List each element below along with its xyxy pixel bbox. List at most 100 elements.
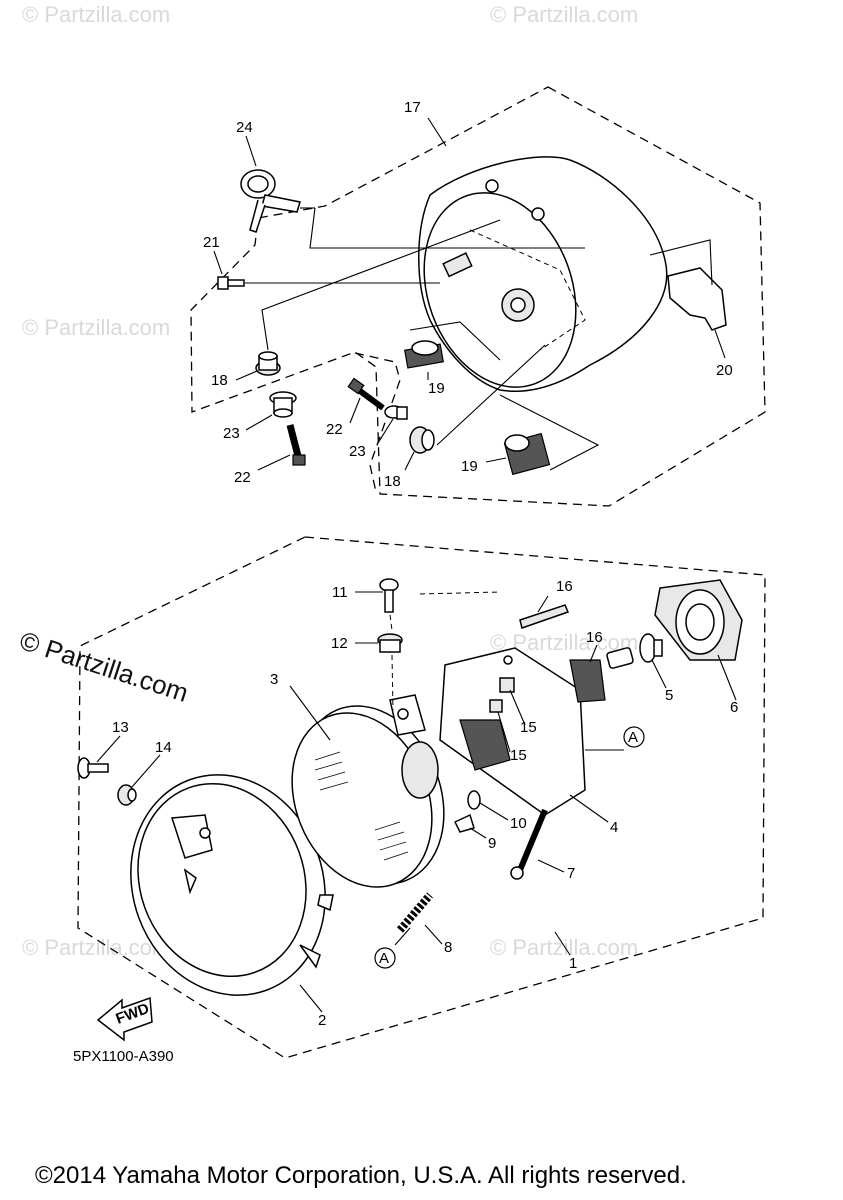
bolt-22-upper (347, 377, 385, 411)
leader-line (349, 397, 361, 424)
watermark: © Partzilla.com (22, 2, 170, 27)
callout-23: 23 (223, 425, 240, 442)
housing-opening (423, 192, 577, 388)
cover-plate-20 (667, 267, 727, 331)
callout-10: 10 (510, 815, 527, 832)
screw-21 (217, 276, 245, 290)
grommet-18-left (255, 351, 281, 376)
headlight-bulb (606, 633, 663, 669)
adjuster-9 (453, 813, 475, 833)
bolt-22-lower (286, 424, 306, 466)
hidden-edge (391, 654, 394, 711)
headlight-rim (130, 774, 334, 996)
leader-line (537, 859, 565, 873)
watermark: © Partzilla.com (490, 935, 638, 960)
callout-15: 15 (510, 747, 527, 764)
spring-8 (396, 892, 434, 933)
watermark-main: © Partzilla.com (16, 625, 192, 708)
callout-2: 2 (318, 1012, 326, 1029)
reference-marker-a: A (374, 947, 396, 969)
leader-line (436, 344, 546, 446)
callout-7: 7 (567, 865, 575, 882)
copyright-notice: ©2014 Yamaha Motor Corporation, U.S.A. A… (35, 1162, 687, 1189)
leader-line (245, 414, 273, 431)
callout-5: 5 (665, 687, 673, 704)
hidden-edge (469, 229, 586, 351)
leader-line (424, 924, 443, 945)
callout-9: 9 (488, 835, 496, 852)
hidden-edge (419, 591, 501, 595)
callout-24: 24 (236, 119, 253, 136)
leader-line (235, 370, 258, 381)
callout-16: 16 (556, 578, 573, 595)
leader-line (589, 644, 598, 663)
leader-line (714, 329, 726, 359)
leader-line (261, 219, 501, 351)
callout-11: 11 (332, 584, 348, 601)
nut-10 (467, 790, 481, 810)
nut-14 (117, 784, 137, 806)
leader-line (469, 827, 487, 839)
clamp-band (240, 169, 301, 233)
leader-line (497, 711, 511, 753)
grommet-18-right (409, 426, 435, 454)
leader-line (257, 454, 291, 471)
callout-20: 20 (716, 362, 733, 379)
leader-line (131, 754, 161, 788)
callout-13: 13 (112, 719, 129, 736)
leader-line (717, 654, 737, 701)
callout-3: 3 (270, 671, 278, 688)
leader-line (649, 239, 713, 286)
housing-bracket (442, 252, 473, 278)
headlight-lens-unit (291, 694, 445, 888)
bulb-cover (654, 579, 743, 661)
housing-hole-inner (510, 297, 526, 313)
leader-line (479, 802, 509, 821)
leader-line (427, 117, 447, 147)
grommet-12 (377, 633, 403, 653)
leader-line (96, 735, 121, 763)
callout-18: 18 (211, 372, 228, 389)
leader-line (485, 457, 507, 463)
callout-14: 14 (155, 739, 172, 756)
svg-text:A: A (379, 950, 389, 967)
callout-15: 15 (520, 719, 537, 736)
callout-19: 19 (461, 458, 478, 475)
housing-vent (485, 179, 499, 193)
leader-line (404, 451, 415, 471)
fwd-arrow-icon: FWD (96, 996, 153, 1042)
leader-line (377, 418, 394, 444)
leader-line (569, 794, 609, 823)
callout-18: 18 (384, 473, 401, 490)
leader-line (213, 250, 223, 275)
leader-line (509, 689, 526, 726)
hidden-edge (389, 614, 393, 631)
callout-4: 4 (610, 819, 618, 836)
clip-19-lower (503, 432, 551, 476)
watermark: © Partzilla.com (22, 935, 170, 960)
leader-line (409, 321, 501, 361)
callout-6: 6 (730, 699, 738, 716)
reference-marker-a: A (623, 726, 645, 748)
callout-21: 21 (203, 234, 220, 251)
wire-cover-16 (519, 604, 570, 629)
callout-19: 19 (428, 380, 445, 397)
headlight-case (439, 647, 586, 816)
callout-16: 16 (586, 629, 603, 646)
watermark: © Partzilla.com (490, 2, 638, 27)
leader-line (299, 984, 323, 1013)
screw-11 (379, 578, 399, 613)
callout-12: 12 (331, 635, 348, 652)
svg-text:A: A (628, 729, 638, 746)
callout-17: 17 (404, 99, 421, 116)
leader-line (245, 135, 257, 167)
leader-line (554, 931, 571, 956)
collar-23-upper (384, 405, 408, 420)
housing-vent (531, 207, 545, 221)
screw-13 (77, 757, 109, 779)
leader-line (651, 659, 667, 689)
leader-line (537, 595, 549, 613)
watermark: © Partzilla.com (22, 315, 170, 340)
upper-assembly-boundary (190, 86, 766, 507)
